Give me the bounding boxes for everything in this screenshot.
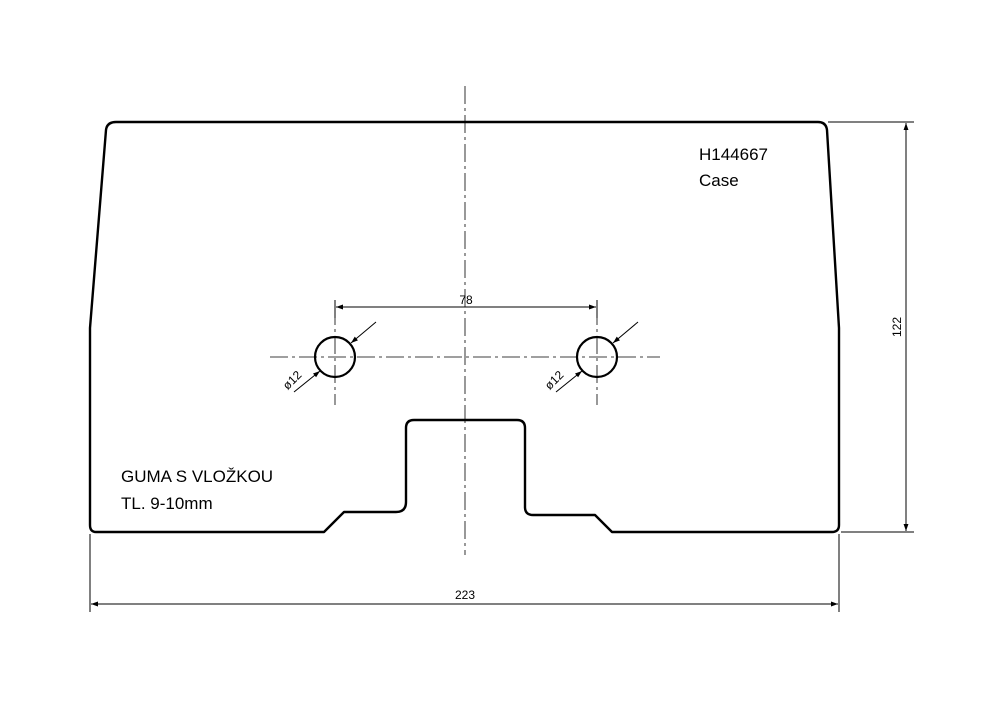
material-line-2: TL. 9-10mm — [121, 494, 213, 513]
right-hole — [575, 335, 619, 379]
part-outline — [88, 120, 841, 534]
material-line-1: GUMA S VLOŽKOU — [121, 467, 273, 486]
height-dimension — [828, 121, 914, 533]
right-hole-diameter-label: ø12 — [542, 368, 567, 393]
left-hole-diameter-label: ø12 — [280, 368, 305, 393]
height-label: 122 — [890, 317, 904, 337]
width-dimension — [89, 534, 840, 612]
hole-spacing-dimension — [334, 300, 598, 318]
left-hole-diameter-leader — [293, 321, 377, 393]
right-hole-diameter-leader — [555, 321, 639, 393]
width-label: 223 — [455, 588, 475, 602]
left-hole — [313, 335, 357, 379]
part-code: H144667 — [699, 145, 768, 164]
part-name: Case — [699, 171, 739, 190]
hole-spacing-label: 78 — [459, 293, 473, 307]
